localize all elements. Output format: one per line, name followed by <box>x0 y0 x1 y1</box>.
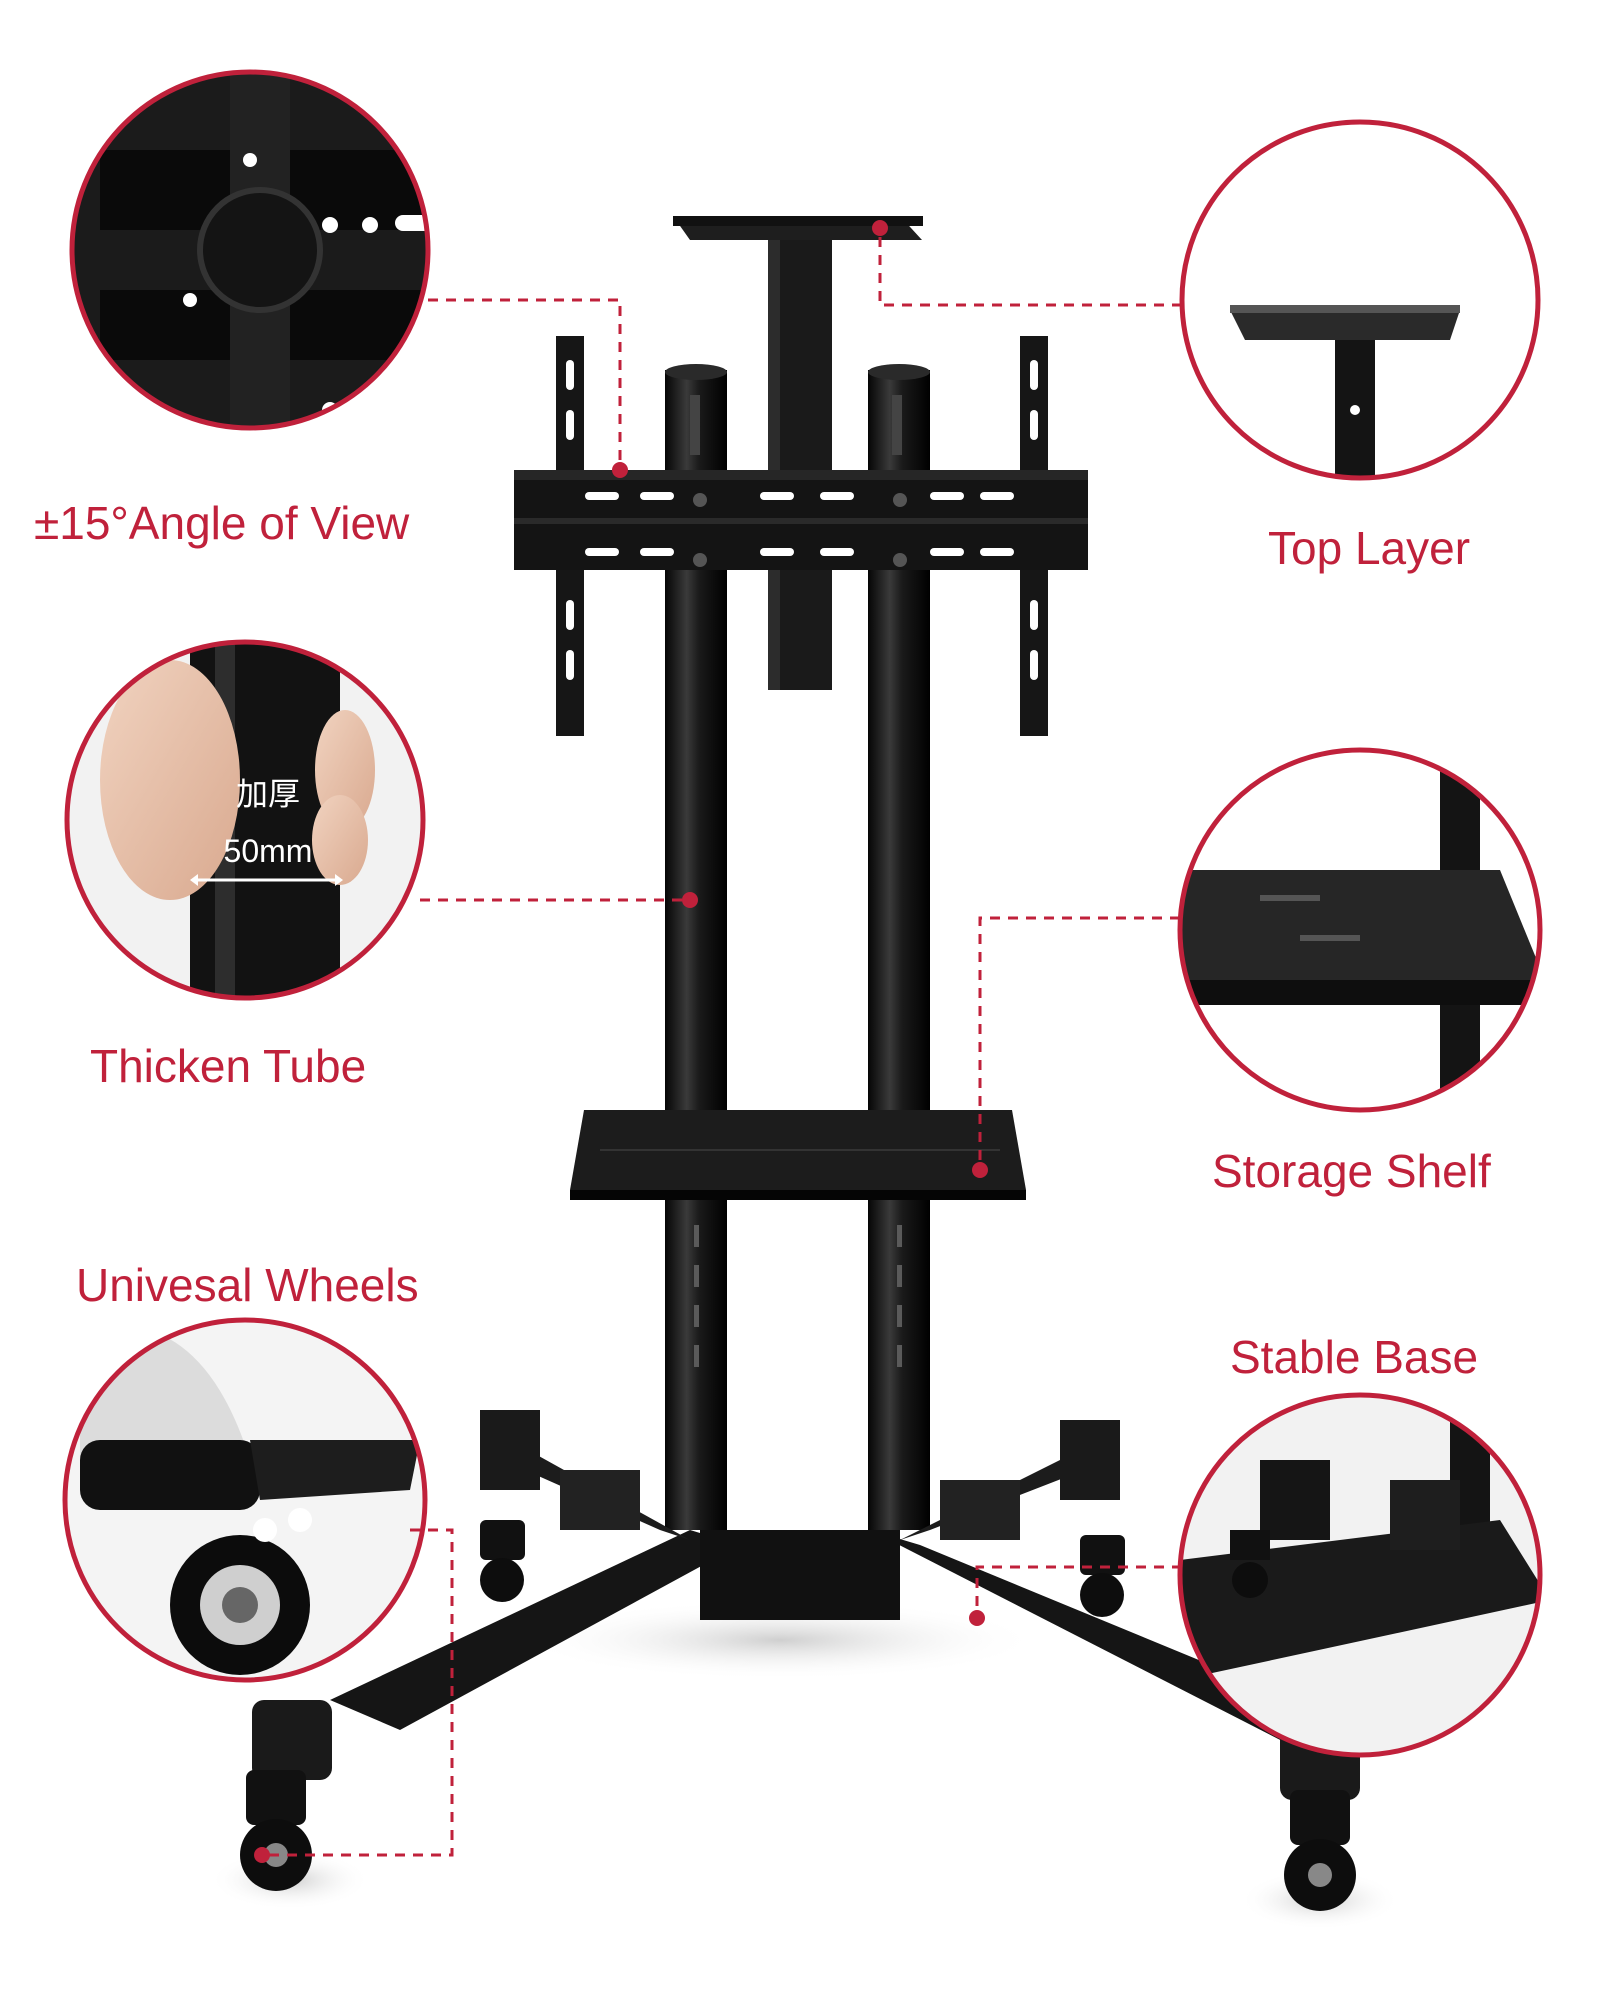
universal-wheels-callout <box>62 1317 428 1683</box>
tv-stand <box>210 216 1400 1930</box>
top-layer-label: Top Layer <box>1268 522 1471 574</box>
stable-base-label: Stable Base <box>1230 1331 1479 1383</box>
angle-of-view-label: ±15°Angle of View <box>34 497 410 549</box>
angle-of-view-callout <box>69 69 431 431</box>
universal-wheels-label: Univesal Wheels <box>76 1259 419 1311</box>
stable-base-callout <box>1177 1392 1543 1758</box>
thicken-tube-callout: 加厚 50mm <box>64 639 426 1001</box>
top-layer-callout <box>1179 119 1541 481</box>
callout-dots <box>254 220 988 1863</box>
tube-diameter-label: 50mm <box>224 833 313 869</box>
tube-chinese-label: 加厚 <box>236 775 300 813</box>
thicken-tube-label: Thicken Tube <box>90 1040 367 1092</box>
storage-shelf-label: Storage Shelf <box>1212 1145 1491 1197</box>
storage-shelf-callout <box>1177 747 1543 1113</box>
callout-connectors <box>262 228 1182 1857</box>
